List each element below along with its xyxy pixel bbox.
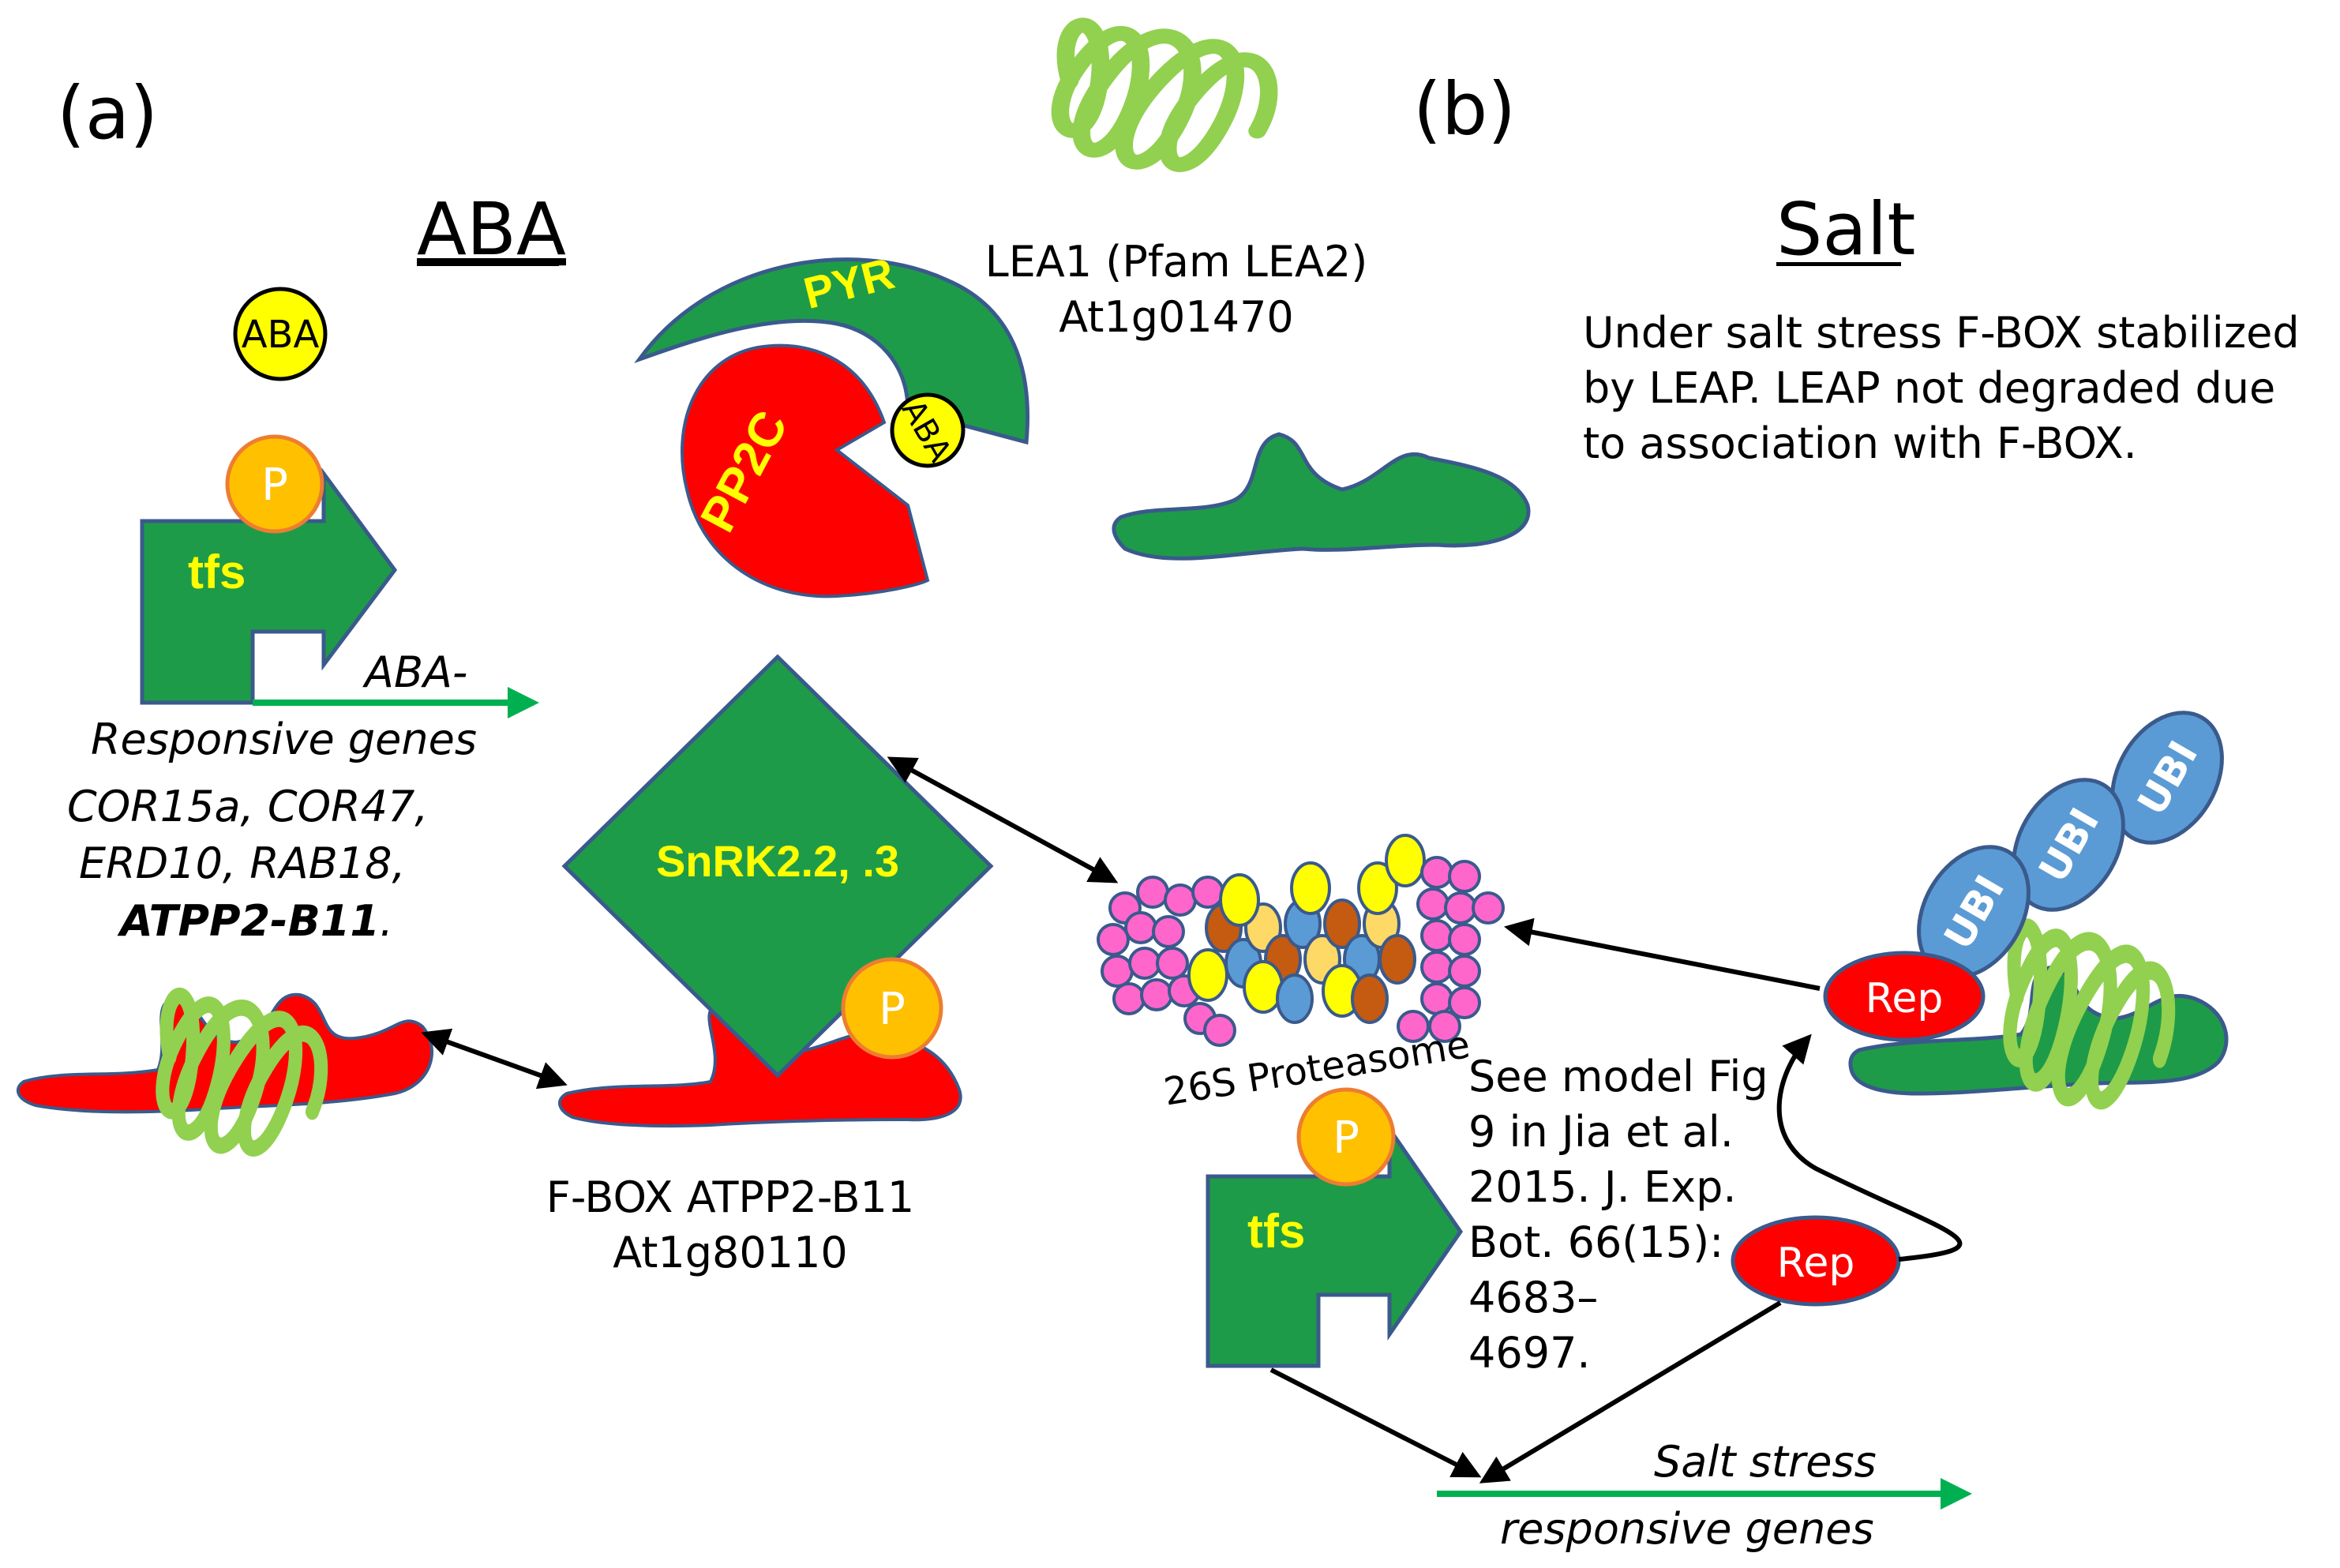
proteasome-cap-right: [1397, 856, 1505, 1043]
arrow-tfs-to-salt-genes: [1269, 1367, 1482, 1478]
phospho-snrk: [841, 957, 943, 1060]
rep-repressor-bound: [1823, 951, 1986, 1042]
phospho-label-a: P: [261, 460, 288, 511]
phospho-label-b: P: [1333, 1112, 1359, 1164]
reference-line2: 9 in Jia et al.: [1468, 1107, 1734, 1157]
aba-genes-line1: ABA-: [362, 647, 467, 697]
salt-note-line3: to association with F-BOX.: [1583, 418, 2137, 468]
aba-genes-line5: ATPP2-B11.: [117, 896, 393, 946]
panel-a-label: (a): [57, 71, 158, 156]
aba-genes-line3: COR15a, COR47,: [67, 782, 428, 831]
arrow-red-left-to-fbox: [421, 1028, 568, 1090]
fbox-label-line1: F-BOX ATPP2-B11: [546, 1172, 914, 1222]
phospho-b: [1296, 1087, 1396, 1187]
lea1-label-line2: At1g01470: [1059, 292, 1294, 342]
proteasome-26s: [1097, 834, 1505, 1047]
ubi-2: [2012, 778, 2125, 912]
salt-note-line1: Under salt stress F-BOX stabilized: [1583, 308, 2300, 358]
aba-hormone-bound: [890, 392, 966, 468]
arrow-rep-to-salt-genes: [1479, 1300, 1782, 1484]
tfs-label-b: tfs: [1247, 1205, 1305, 1258]
aba-title: ABA: [417, 187, 566, 272]
ubi-3: [2110, 711, 2224, 845]
reference-line4: Bot. 66(15):: [1468, 1217, 1723, 1267]
aba-genes-atpp2-b11: ATPP2-B11: [117, 896, 380, 946]
rep-free-label: Rep: [1777, 1240, 1855, 1287]
salt-title-underline: [1776, 262, 1901, 266]
reference-line6: 4697.: [1468, 1328, 1591, 1378]
reference-line5: 4683–: [1468, 1273, 1598, 1322]
salt-genes-line1: Salt stress: [1654, 1437, 1877, 1487]
aba-hormone: [233, 287, 328, 381]
salt-genes-line2: responsive genes: [1500, 1504, 1874, 1554]
aba-genes-line4: ERD10, RAB18,: [79, 838, 406, 888]
phospho-label-snrk: P: [879, 984, 906, 1035]
aba-genes-period: .: [380, 896, 393, 946]
fbox-label-line2: At1g80110: [613, 1228, 848, 1277]
lea1-label-line1: LEA1 (Pfam LEA2): [985, 237, 1368, 287]
salt-title: Salt: [1776, 187, 1915, 272]
panel-b-label: (b): [1413, 67, 1516, 152]
proteasome-core: [1187, 834, 1426, 1024]
aba-title-underline: [417, 262, 559, 266]
pp2c-phosphatase: [681, 343, 930, 598]
arrow-rep-free-to-bound: [1776, 1033, 1963, 1262]
aba-hormone-label: ABA: [242, 313, 320, 357]
rep-repressor-free: [1731, 1215, 1901, 1307]
lea1-coil-top: [1060, 25, 1269, 165]
arrow-rep-to-proteasome: [1503, 917, 1821, 991]
fbox-protein-green-top: [1112, 432, 1531, 561]
phospho-a: [225, 434, 324, 534]
tfs-transcription-factor-a: [140, 467, 398, 705]
rep-bound-label: Rep: [1866, 975, 1944, 1022]
reference-line1: See model Fig: [1468, 1052, 1768, 1101]
snrk2-label: SnRK2.2, .3: [656, 836, 899, 886]
tfs-label-a: tfs: [188, 546, 246, 598]
aba-genes-line2: Responsive genes: [91, 715, 477, 764]
reference-line3: 2015. J. Exp.: [1468, 1162, 1737, 1212]
arrow-snrk-to-proteasome: [887, 756, 1119, 883]
salt-note-line2: by LEAP. LEAP not degraded due: [1583, 363, 2275, 413]
